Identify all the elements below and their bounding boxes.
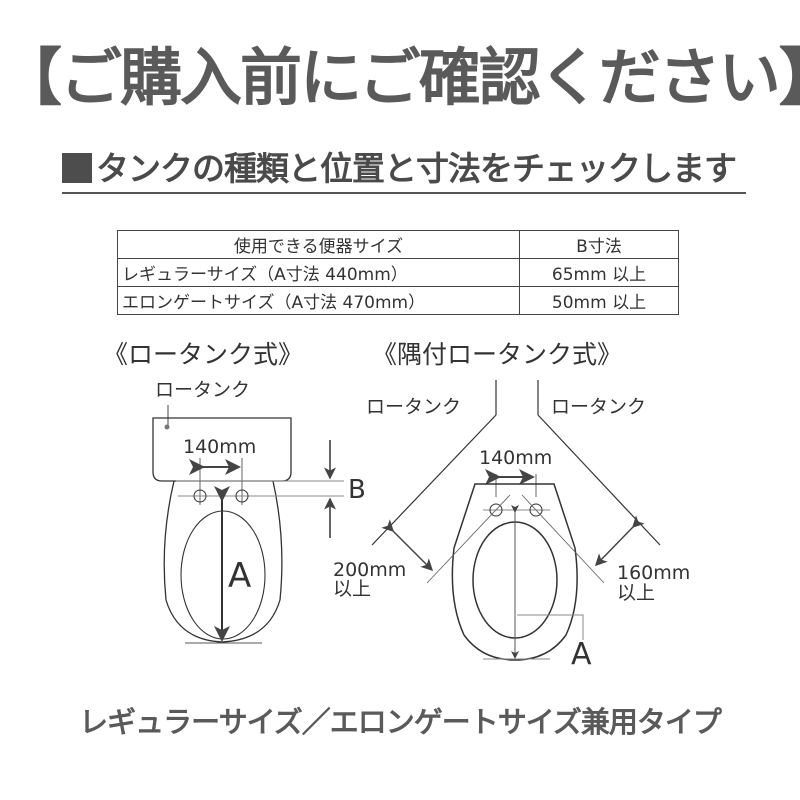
low-tank-type-title: 《ロータンク式》	[103, 340, 304, 369]
cell-b-dimension: 50mm 以上	[519, 286, 679, 315]
cell-size: レギュラーサイズ（A寸法 440mm）	[117, 258, 520, 287]
right-clearance-suffix: 以上	[617, 582, 656, 604]
section-heading: タンクの種類と位置と寸法をチェックします	[62, 147, 737, 191]
left-clearance-suffix: 以上	[333, 578, 372, 600]
square-bullet-icon	[62, 153, 92, 183]
compatibility-footer: レギュラーサイズ／エロンゲートサイズ兼用タイプ	[79, 705, 722, 739]
b-dimension-label: B	[348, 475, 366, 505]
corner-tank-type-title: 《隅付ロータンク式》	[372, 340, 623, 369]
corner-a-dimension-label: A	[571, 637, 592, 672]
corner-tank-right-label: ロータンク	[551, 396, 647, 418]
low-tank-label: ロータンク	[155, 379, 251, 401]
page-title: 【ご購入前にご確認ください】	[0, 41, 800, 114]
corner-tank-diagram	[371, 380, 661, 661]
low-tank-hole-spacing: 140mm	[183, 436, 257, 458]
a-dimension-label: A	[228, 556, 252, 596]
table-row: エロンゲートサイズ（A寸法 470mm） 50mm 以上	[117, 286, 679, 315]
right-clearance-value: 160mm	[617, 562, 691, 584]
cell-size: エロンゲートサイズ（A寸法 470mm）	[117, 286, 520, 315]
section-heading-text: タンクの種類と位置と寸法をチェックします	[96, 149, 737, 188]
size-spec-table: 使用できる便器サイズ B寸法 レギュラーサイズ（A寸法 440mm） 65mm …	[117, 230, 679, 315]
low-tank-diagram	[152, 405, 344, 644]
corner-tank-left-label: ロータンク	[366, 396, 462, 418]
heading-divider	[62, 192, 746, 194]
left-clearance-value: 200mm	[333, 559, 407, 581]
corner-tank-hole-spacing: 140mm	[479, 447, 553, 469]
table-row: レギュラーサイズ（A寸法 440mm） 65mm 以上	[117, 258, 679, 287]
cell-b-dimension: 65mm 以上	[519, 258, 679, 287]
